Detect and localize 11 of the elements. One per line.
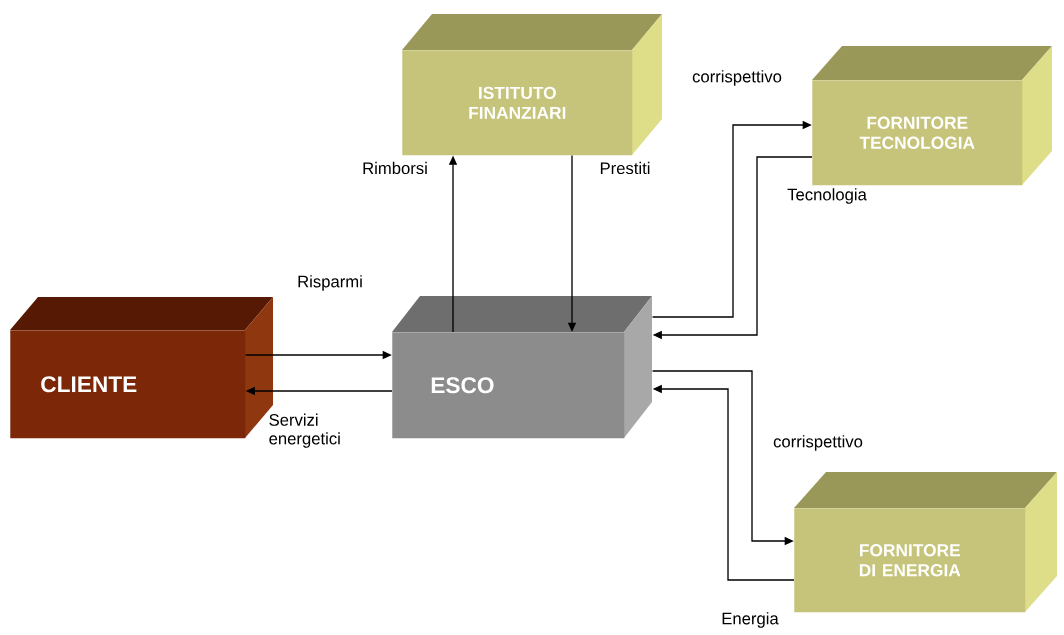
box-3d: FORNITORE DI ENERGIA: [794, 472, 1057, 613]
edge-label: Rimborsi: [363, 161, 427, 175]
edge-label: Prestiti: [600, 161, 650, 175]
box-3d: FORNITORE TECNOLOGIA: [812, 46, 1052, 186]
edge-label: corrispettivo: [692, 70, 782, 86]
edge-label: Tecnologia: [787, 188, 867, 204]
edge-label: corrispettivo: [773, 435, 863, 451]
box-3d: ESCO: [392, 296, 652, 439]
edge-label: Energia: [722, 612, 779, 628]
edge-label: Risparmi: [298, 275, 362, 291]
box-3d: ISTITUTO FINANZIARI: [402, 14, 662, 156]
